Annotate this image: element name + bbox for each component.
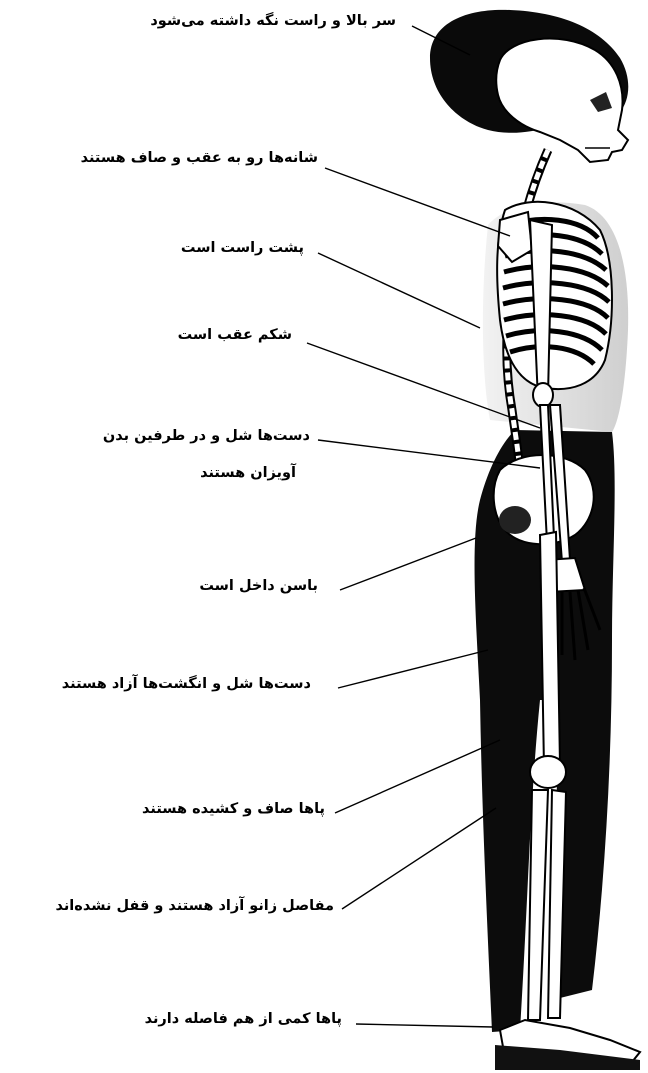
leader-line-shoulders [325, 168, 510, 236]
leader-line-hips [340, 538, 476, 590]
label-legs: پاها صاف و کشیده هستند [142, 802, 325, 817]
leader-line-legs [335, 740, 500, 813]
label-shoulders: شانه‌ها رو به عقب و صاف هستند [81, 151, 318, 166]
feet-bones [495, 1020, 640, 1070]
leader-line-knees [342, 808, 496, 909]
leader-line-feet [356, 1024, 493, 1027]
lower-leg-bones [528, 790, 566, 1020]
leader-line-back [318, 253, 480, 328]
label-abdomen: شکم عقب است [178, 328, 292, 343]
label-back: پشت راست است [181, 241, 304, 256]
label-knees: مفاصل زانو آزاد هستند و قفل نشده‌اند [55, 899, 334, 914]
label-hips: باسن داخل است [199, 579, 318, 594]
label-arms-line-1: دست‌ها شل و در طرفین بدن [103, 429, 310, 444]
leader-line-hands [338, 650, 488, 688]
label-feet: پاها کمی از هم فاصله دارند [145, 1012, 342, 1027]
label-arms-line-2: آویزان هستند [200, 466, 296, 481]
label-hands: دست‌ها شل و انگشت‌ها آزاد هستند [62, 677, 311, 692]
label-head: سر بالا و راست نگه داشته می‌شود [150, 14, 396, 29]
